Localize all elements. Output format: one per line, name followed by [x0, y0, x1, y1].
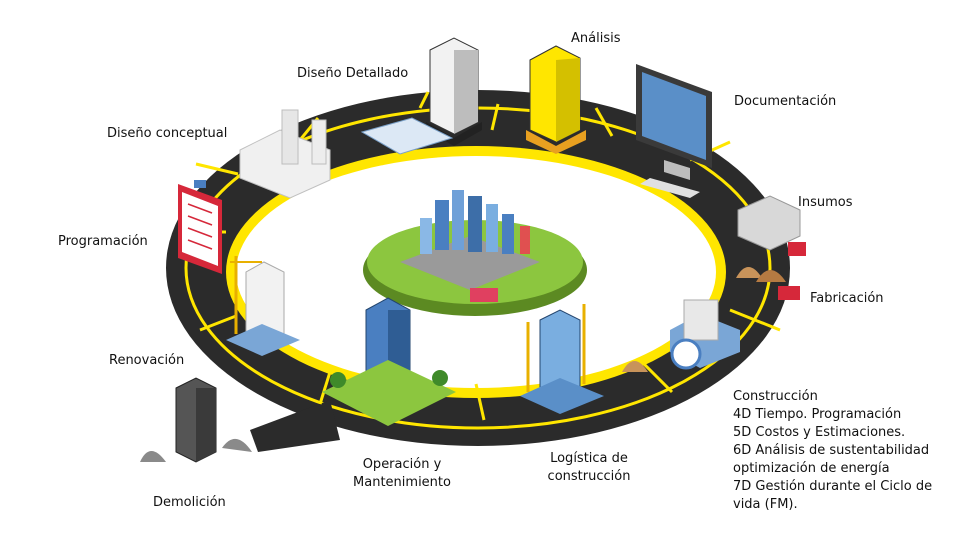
- stage-label-diseno-detallado: Diseño Detallado: [297, 66, 409, 81]
- stage-label-operacion: Operación y Mantenimiento: [340, 456, 464, 492]
- demolicion-building-icon: [140, 377, 252, 463]
- programacion-clipboard-icon: [178, 180, 222, 274]
- operacion-line-1: Operación y: [362, 457, 442, 472]
- diseno-detallado-building-icon: [360, 37, 482, 155]
- ring-label-visualizacion: VISUALIZACIÓN: [436, 163, 519, 174]
- stage-label-renovacion: Renovación: [109, 353, 185, 368]
- stage-label-documentacion: Documentación: [734, 94, 837, 109]
- insumos-materials-icon: [736, 195, 806, 300]
- operacion-line-2: Mantenimiento: [353, 475, 451, 490]
- documentacion-monitor-icon: [636, 64, 712, 198]
- stage-label-logistica: Logística de construcción: [534, 450, 644, 486]
- stage-label-demolicion: Demolición: [153, 495, 226, 510]
- construccion-line-7d-cont: vida (FM).: [733, 497, 798, 512]
- logistica-construction-icon: [520, 304, 604, 414]
- stage-label-diseno-conceptual: Diseño conceptual: [107, 126, 228, 141]
- construccion-line-5d: 5D Costos y Estimaciones.: [733, 425, 906, 440]
- analisis-building-icon: [526, 45, 586, 154]
- operacion-building-icon: [322, 297, 456, 426]
- logistica-line-1: Logística de: [550, 451, 628, 466]
- stage-label-analisis: Análisis: [571, 31, 621, 46]
- diseno-conceptual-buildings-icon: [239, 109, 331, 199]
- logistica-line-2: construcción: [547, 469, 631, 484]
- construccion-line-4d: 4D Tiempo. Programación: [733, 407, 902, 422]
- renovacion-building-icon: [226, 256, 300, 356]
- construccion-description: Construcción 4D Tiempo. Programación 5D …: [733, 388, 932, 514]
- stage-label-fabricacion: Fabricación: [810, 291, 884, 306]
- construccion-line-6d-cont: optimización de energía: [733, 461, 890, 476]
- construccion-line-6d: 6D Análisis de sustentabilidad: [733, 443, 930, 458]
- stage-label-programacion: Programación: [58, 234, 148, 249]
- stage-label-insumos: Insumos: [798, 195, 853, 210]
- central-city-illustration: [363, 190, 587, 316]
- construccion-site-icon: [622, 299, 740, 372]
- construccion-line-7d: 7D Gestión durante el Ciclo de: [733, 479, 933, 494]
- construccion-title: Construcción: [733, 389, 818, 404]
